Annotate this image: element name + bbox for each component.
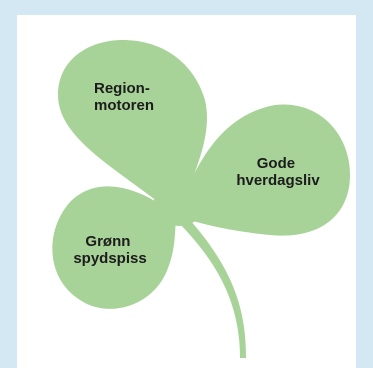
- clover-stem: [180, 218, 246, 358]
- leaf-top-label: Region- motoren: [94, 80, 154, 114]
- leaf-left-label: Grønn spydspiss: [73, 233, 146, 267]
- leaf-left: [52, 186, 176, 309]
- leaf-right: [176, 104, 350, 236]
- clover-shape: [52, 40, 350, 358]
- leaf-top: [58, 40, 207, 216]
- leaf-right-label: Gode hverdagsliv: [236, 155, 320, 189]
- clover-center: [154, 174, 206, 226]
